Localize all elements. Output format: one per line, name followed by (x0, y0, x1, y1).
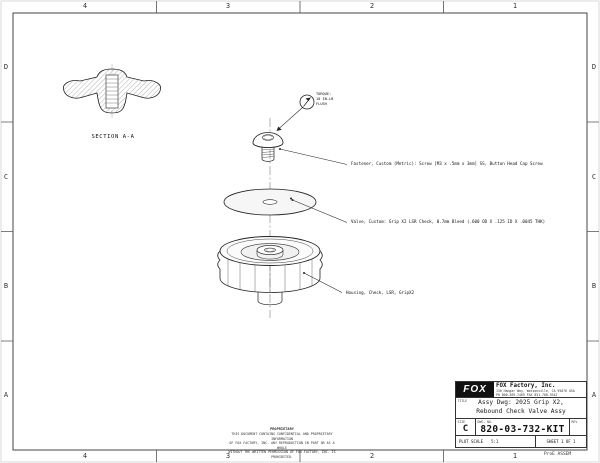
zone-label-left-a: A (3, 391, 9, 399)
torque-note-line2: 10 IN-LB (316, 96, 334, 101)
size-label: SIZE (457, 420, 466, 424)
title-block-title-row: TITLE Assy Dwg: 2025 Grip X2, Rebound Ch… (456, 398, 586, 419)
fox-logo-text: FOX (463, 384, 487, 395)
zone-label-left-b: B (3, 282, 9, 290)
zone-label-top-1: 1 (512, 2, 518, 10)
plot-scale-label: PLOT SCALE (459, 439, 484, 444)
section-view-drawing (63, 64, 161, 118)
drawing-title-line1: Assy Dwg: 2025 Grip X2, (478, 399, 564, 407)
zone-label-left-c: C (3, 173, 9, 181)
torque-note: TORQUE: 10 IN-LB FLUSH (316, 92, 333, 107)
company-phone: PH 800.369.7469 FAX 831.768.9342 (496, 393, 558, 397)
rev-label: REV (571, 420, 578, 424)
callout-valve: Valve, Custom: Grip X2 LSR Check, 0.7mm … (351, 219, 546, 224)
leader-lines (279, 148, 348, 293)
company-address: 130 Hangar Way, Watsonville, CA 95076 US… (496, 389, 575, 394)
title-block-number-row: SIZE C DWG. NO. 820-03-732-KIT REV (456, 419, 586, 436)
section-view-label: SECTION A-A (91, 134, 135, 140)
drawing-number: 820-03-732-KIT (480, 423, 565, 435)
plot-scale-value: 5:1 (491, 439, 499, 444)
title-block-scale-row: PLOT SCALE 5:1 SHEET 1 OF 1 (456, 436, 586, 447)
zone-label-bottom-1: 1 (512, 452, 518, 460)
zone-label-right-b: B (591, 282, 597, 290)
proprietary-line1: THIS DOCUMENT CONTAINS CONFIDENTIAL AND … (231, 432, 333, 441)
torque-note-line1: TORQUE: (316, 92, 332, 96)
zone-label-bottom-3: 3 (225, 452, 231, 460)
proprietary-notice: PROPRIETARY THIS DOCUMENT CONTAINS CONFI… (227, 427, 337, 460)
sheet-size: C (462, 424, 469, 435)
zone-label-top-4: 4 (82, 2, 88, 10)
sheet-info: SHEET 1 OF 1 (546, 439, 576, 444)
housing-drawing (217, 236, 323, 306)
zone-label-left-d: D (3, 63, 9, 71)
zone-label-right-d: D (591, 63, 597, 71)
screw-drawing (252, 132, 284, 162)
zone-label-right-c: C (591, 173, 597, 181)
proe-note: ProE ASSEM (544, 451, 572, 457)
zone-label-top-3: 3 (225, 2, 231, 10)
proprietary-line2: OF FOX FACTORY, INC. ANY REPRODUCTION IN… (229, 441, 335, 450)
callout-fastener: Fastener, Custom (Metric): Screw [M3 x .… (351, 161, 543, 166)
valve-disc-drawing (223, 188, 317, 216)
title-label: TITLE (457, 399, 468, 403)
proprietary-heading: PROPRIETARY (270, 427, 294, 431)
title-block: FOX FOX Factory, Inc. 130 Hangar Way, Wa… (455, 381, 587, 448)
zone-label-bottom-2: 2 (369, 452, 375, 460)
zone-label-right-a: A (591, 391, 597, 399)
drawing-title-line2: Rebound Check Valve Assy (476, 408, 566, 415)
callout-housing: Housing, Check, LSR, GripX2 (346, 290, 415, 295)
company-name: FOX Factory, Inc. (496, 383, 556, 389)
dwg-no-label: DWG. NO. (477, 420, 493, 424)
fox-logo: FOX (456, 382, 494, 397)
torque-balloon (276, 94, 315, 131)
proprietary-line3: WITHOUT THE WRITTEN PERMISSION OF FOX FA… (228, 450, 336, 460)
title-block-company-row: FOX FOX Factory, Inc. 130 Hangar Way, Wa… (456, 382, 586, 398)
zone-label-bottom-4: 4 (82, 452, 88, 460)
torque-note-line3: FLUSH (316, 101, 327, 106)
zone-label-top-2: 2 (369, 2, 375, 10)
bleed-hole (290, 197, 292, 200)
